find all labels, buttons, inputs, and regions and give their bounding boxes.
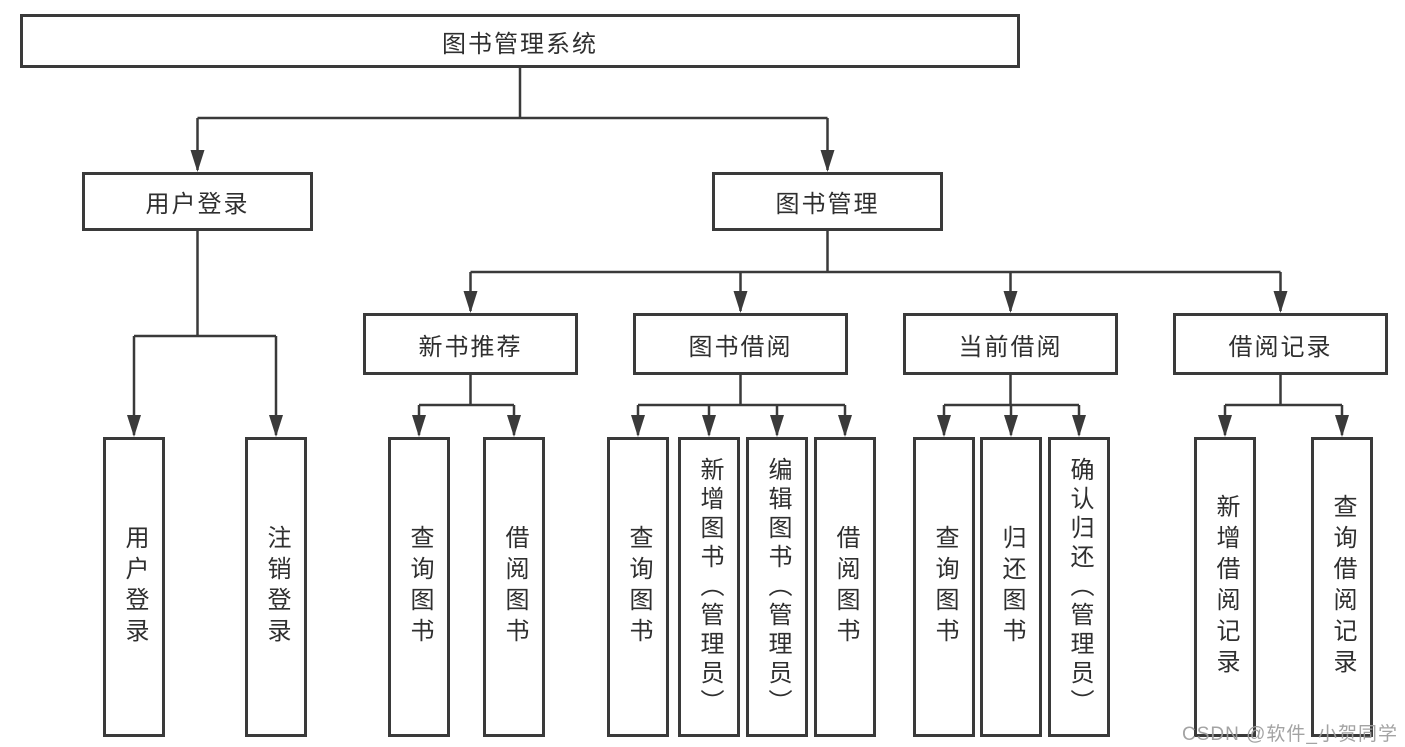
connector-user-login-to-leaves <box>132 231 278 435</box>
node-current-borrow: 当前借阅 <box>903 313 1118 375</box>
leaf-record-query-borrow-record: 查询借阅记录 <box>1311 437 1373 737</box>
connector-borrow-record-to-leaves <box>1223 375 1344 435</box>
node-label: 确认归还（管理员） <box>1066 456 1093 718</box>
node-root-system: 图书管理系统 <box>20 14 1020 68</box>
node-label: 编辑图书（管理员） <box>764 456 791 718</box>
leaf-record-add-borrow-record: 新增借阅记录 <box>1194 437 1256 737</box>
leaf-borrow-add-book-admin: 新增图书（管理员） <box>678 437 740 737</box>
connector-book-mgmt-to-level3 <box>469 231 1282 311</box>
node-label: 图书管理 <box>775 191 880 218</box>
leaf-current-confirm-return-admin: 确认归还（管理员） <box>1048 437 1110 737</box>
arrowhead-icons <box>127 150 1349 437</box>
connector-new-book-to-leaves <box>417 375 516 435</box>
leaf-borrow-edit-book-admin: 编辑图书（管理员） <box>746 437 808 737</box>
node-label: 注销登录 <box>263 525 290 649</box>
node-borrow-record: 借阅记录 <box>1173 313 1388 375</box>
node-user-login: 用户登录 <box>82 172 313 231</box>
node-new-book-recommend: 新书推荐 <box>363 313 578 375</box>
leaf-current-return-book: 归还图书 <box>980 437 1042 737</box>
leaf-recommend-query-book: 查询图书 <box>388 437 450 737</box>
node-label: 新增借阅记录 <box>1212 494 1239 680</box>
node-label: 查询图书 <box>625 525 652 649</box>
leaf-user-login: 用户登录 <box>103 437 165 737</box>
node-label: 图书管理系统 <box>442 30 598 58</box>
node-label: 当前借阅 <box>958 333 1063 361</box>
leaf-logout: 注销登录 <box>245 437 307 737</box>
node-label: 借阅记录 <box>1228 333 1333 361</box>
node-book-management: 图书管理 <box>712 172 943 231</box>
node-label: 查询借阅记录 <box>1329 494 1356 680</box>
node-label: 用户登录 <box>145 191 250 218</box>
node-label: 借阅图书 <box>501 525 528 649</box>
connector-book-borrow-to-leaves <box>636 375 847 435</box>
watermark-text: CSDN @软件_小贺同学 <box>1182 724 1398 745</box>
leaf-borrow-borrow-book: 借阅图书 <box>814 437 876 737</box>
node-label: 新增图书（管理员） <box>696 456 723 718</box>
node-label: 新书推荐 <box>418 333 523 361</box>
connector-root-to-level2 <box>196 68 829 170</box>
node-book-borrow: 图书借阅 <box>633 313 848 375</box>
leaf-recommend-borrow-book: 借阅图书 <box>483 437 545 737</box>
node-label: 图书借阅 <box>688 333 793 361</box>
node-label: 查询图书 <box>406 525 433 649</box>
node-label: 用户登录 <box>121 525 148 649</box>
leaf-borrow-query-book: 查询图书 <box>607 437 669 737</box>
leaf-current-query-book: 查询图书 <box>913 437 975 737</box>
node-label: 归还图书 <box>998 525 1025 649</box>
node-label: 借阅图书 <box>832 525 859 649</box>
node-label: 查询图书 <box>931 525 958 649</box>
